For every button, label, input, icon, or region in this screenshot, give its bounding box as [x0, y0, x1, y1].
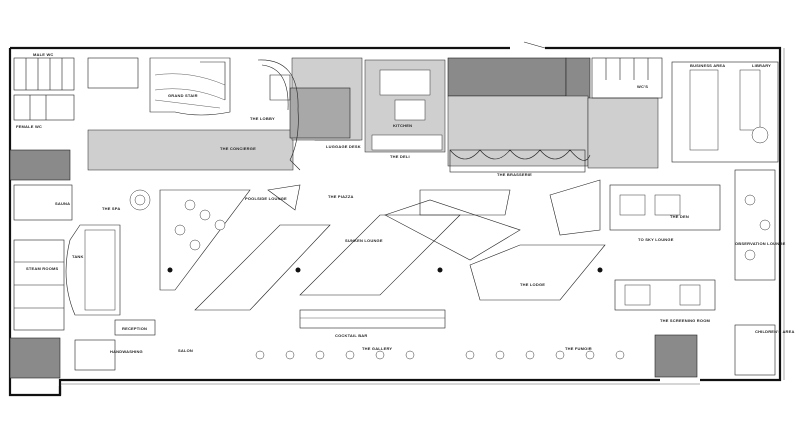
gallery-seating: [255, 350, 625, 360]
label-the-piazza: THE PIAZZA: [328, 194, 354, 199]
den-lounge: [609, 184, 721, 311]
label-grand-stair: GRAND STAIR: [168, 93, 198, 98]
label-the-lodge: THE LODGE: [520, 282, 545, 287]
label-poolside-lounge: POOLSIDE LOUNGE: [245, 196, 287, 201]
label-luggage-desk: LUGGAGE DESK: [326, 144, 361, 149]
label-library: LIBRARY: [752, 63, 771, 68]
label-cocktail-bar: COCKTAIL BAR: [335, 333, 367, 338]
structural-columns: [167, 267, 603, 273]
label-male-wc: MALE WC: [33, 52, 54, 57]
label-handwashing: HANDWASHING: [110, 349, 143, 354]
label-the-den: THE DEN: [670, 214, 689, 219]
label-steam-rooms: STEAM ROOMS: [26, 266, 59, 271]
brasserie-booths: [449, 149, 591, 173]
label-observation-lounge: OBSERVATION LOUNGE: [735, 241, 786, 246]
label-the-screening-room: THE SCREENING ROOM: [660, 318, 711, 323]
label-the-deli: THE DELI: [390, 154, 410, 159]
label-wcs: WC'S: [637, 84, 648, 89]
label-the-gallery: THE GALLERY: [362, 346, 392, 351]
lobby-curve: [257, 59, 301, 171]
reception-desk: [74, 319, 156, 371]
piazza-area: [129, 184, 301, 211]
male-wc-stalls: [13, 57, 75, 121]
business-area: [671, 61, 779, 163]
upper-rooms: [87, 57, 663, 99]
label-reception: RECEPTION: [122, 326, 147, 331]
label-female-wc: FEMALE WC: [16, 124, 42, 129]
childrens-area-room: [734, 324, 776, 376]
back-of-house: [87, 57, 659, 171]
grand-stair: [149, 57, 231, 116]
window-mullions: [60, 48, 785, 385]
observation-lounge: [734, 169, 776, 281]
label-salon: SALON: [178, 348, 193, 353]
diagonal-bars: [194, 179, 606, 311]
label-the-spa: THE SPA: [102, 206, 120, 211]
label-sunken-lounge: SUNKEN LOUNGE: [345, 238, 383, 243]
room-labels: MALE WC FEMALE WC GRAND STAIR THE LOBBY …: [16, 52, 795, 354]
label-sauna: SAUNA: [55, 201, 70, 206]
label-to-sky-lounge: TO SKY LOUNGE: [638, 237, 674, 242]
label-the-concierge: THE CONCIERGE: [220, 146, 256, 151]
label-business-area: BUSINESS AREA: [690, 63, 725, 68]
kitchen-equipment: [371, 69, 443, 151]
label-the-fumoir: THE FUMOIR: [565, 346, 592, 351]
label-the-brasserie: THE BRASSERIE: [497, 172, 532, 177]
label-the-lobby: THE LOBBY: [250, 116, 275, 121]
cocktail-bar: [299, 309, 446, 329]
spa-rooms: [13, 184, 121, 331]
poolside-lounge: [159, 189, 251, 291]
label-childrens-area: CHILDREN'S AREA: [755, 329, 795, 334]
outer-walls: [8, 41, 782, 397]
label-tank: TANK: [72, 254, 84, 259]
label-kitchen: KITCHEN: [393, 123, 412, 128]
